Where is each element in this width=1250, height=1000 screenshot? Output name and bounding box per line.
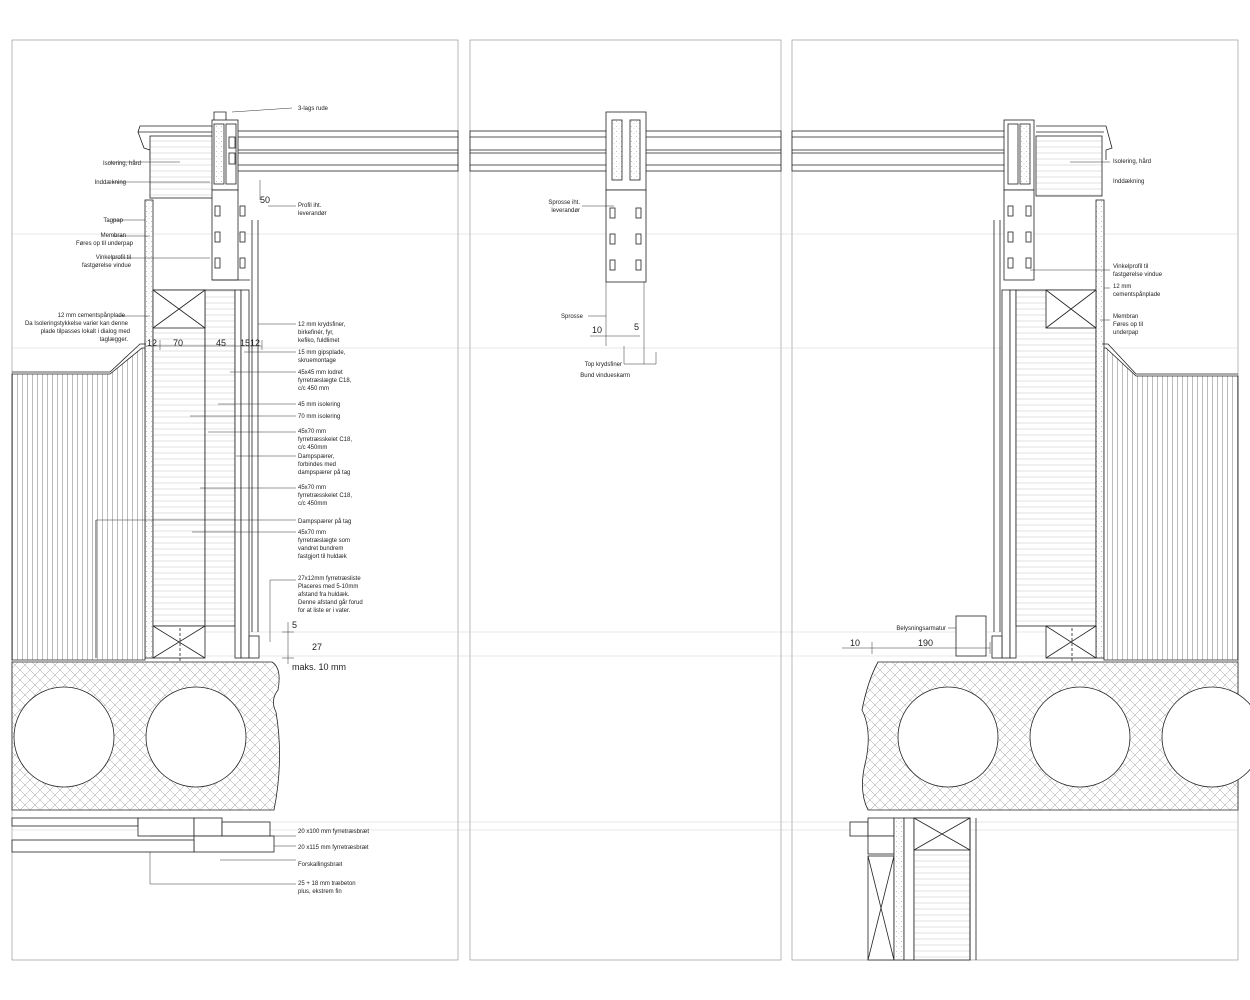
r-label-isolering: Isolering, hård (1113, 158, 1151, 165)
cement-board-right (1095, 199, 1105, 659)
label-3-lags-rude: 3-lags rude (298, 106, 329, 112)
layer-2: kefiko, fuldlimet (298, 338, 340, 344)
layer-25: Placeres med 5-10mm (298, 584, 358, 590)
dims-left (144, 340, 294, 664)
dim-10-middle: 10 (592, 325, 602, 335)
r-label-vinkelprofil: Vinkelprofil til (1113, 264, 1148, 270)
label-sprosse-iht-2: leverandør (551, 208, 580, 214)
label-membran: Membran (101, 233, 126, 239)
label-profil-2: leverandør (298, 211, 327, 217)
dim-15: 15 (240, 338, 250, 348)
label-cementspan-4: taglægger. (100, 337, 129, 343)
dim-5-middle: 5 (634, 322, 639, 332)
layer-20: 45x70 mm (298, 530, 326, 536)
r-label-inddaekning: Inddækning (1113, 179, 1144, 185)
label-vinkelprofil-2: fastgørelse vindue (82, 263, 132, 269)
dimension-text: 50 12 70 45 15 12 10 5 5 27 maks. 10 mm … (147, 195, 933, 672)
r-label-12mm: 12 mm (1113, 284, 1131, 290)
layer-4: skruemontage (298, 358, 337, 364)
cement-board-left (144, 199, 154, 659)
label-inddaekning: Inddækning (95, 180, 126, 186)
light-fixture (955, 615, 987, 657)
layer-27: Denne afstand går forud (298, 599, 363, 606)
dim-50: 50 (260, 195, 270, 205)
labels: Isolering, hård Inddækning Tagpap Membra… (25, 106, 1163, 895)
label-cementspan-3: plade tilpasses lokalt i dialog med (41, 329, 130, 335)
left-detail (11, 111, 459, 853)
leaders-right (842, 161, 1110, 654)
dim-10-right: 10 (850, 638, 860, 648)
leaders-middle (582, 205, 657, 365)
layer-18: c/c 450mm (298, 501, 327, 507)
roof-insulation (149, 135, 215, 199)
layer-10: 45x70 mm (298, 429, 326, 435)
layer-26: afstand fra huldæk. (298, 592, 350, 598)
layer-16: 45x70 mm (298, 485, 326, 491)
layer-9: 70 mm isolering (298, 414, 340, 420)
layer-12: c/c 450mm (298, 445, 327, 451)
layer-11: fyrretræsskelet C18, (298, 437, 352, 443)
roof-insulation-right (1035, 135, 1103, 197)
layer-1: birkefinér, fyr, (298, 330, 334, 336)
label-bund-vindueskarm: Bund vindueskarm (580, 373, 630, 379)
layer-14: forbindes med (298, 462, 336, 468)
layer-15: dampspærer på tag (298, 469, 350, 476)
floor-4: plus, ekstrem fin (298, 889, 342, 895)
layer-5: 45x45 mm lodret (298, 370, 343, 376)
label-cementspan-2: Da Isoleringstykkelse varier kan denne (25, 321, 129, 327)
dim-190: 190 (918, 638, 933, 648)
layer-7: c/c 450 mm (298, 386, 329, 392)
r-label-membran: Membran (1113, 314, 1138, 320)
skirting-right (991, 635, 1003, 659)
skirting-left (248, 635, 260, 659)
layer-24: 27x12mm fyrretræsliste (298, 576, 361, 582)
dim-27: 27 (312, 642, 322, 652)
r-label-vinkelprofil-2: fastgørelse vindue (1113, 272, 1163, 278)
layer-17: fyrretræsskelet C18, (298, 493, 352, 499)
label-top-krydsfiner: Top krydsfiner (585, 362, 622, 368)
dim-45: 45 (216, 338, 226, 348)
dim-12a: 12 (147, 338, 157, 348)
layer-23: fastgjort til huldæk (298, 554, 348, 560)
r-label-cementspan: cementspånplade (1113, 291, 1161, 298)
r-label-belysning: Belysningsarmatur (896, 626, 946, 632)
layer-19: Dampspærer på tag (298, 518, 351, 525)
frame-middle (469, 39, 782, 961)
label-tagpap: Tagpap (103, 218, 123, 224)
layer-8: 45 mm isolering (298, 402, 340, 408)
insulation-right (1015, 289, 1097, 627)
layer-6: fyrretræslægte C18, (298, 378, 352, 384)
floor-2: Forskallingsbræt (298, 862, 343, 868)
label-sprosse: Sprosse (561, 314, 584, 320)
label-vinkelprofil: Vinkelprofil til (96, 255, 131, 261)
dim-5: 5 (292, 620, 297, 630)
middle-detail (469, 111, 782, 283)
layer-21: fyrretræslægte som (298, 538, 350, 544)
plywood-left (240, 289, 250, 659)
dim-maks: maks. 10 mm (292, 662, 346, 672)
label-cementspan: 12 mm cementspånplade (58, 312, 126, 319)
r-label-fores: Føres op til (1113, 322, 1143, 328)
glazing-left (235, 130, 459, 172)
label-sprosse-iht: Sprosse iht. (548, 200, 580, 206)
leaders-left (96, 107, 296, 885)
layer-13: Dampspærer, (298, 454, 335, 460)
dim-70: 70 (173, 338, 183, 348)
layer-0: 12 mm krydsfiner, (298, 322, 346, 328)
right-detail (791, 119, 1250, 961)
layer-28: for at liste er i vater. (298, 608, 351, 614)
label-isolering: Isolering, hård (103, 160, 141, 167)
plywood-right (1001, 289, 1011, 659)
layer-22: vandret bundrem (298, 546, 343, 552)
floor-1: 20 x115 mm fyrretræsbræt (298, 845, 369, 851)
label-membran-2: Føres op til underpap (76, 241, 134, 247)
floor-0: 20 x100 mm fyrretræsbræt (298, 829, 369, 835)
floor-3: 25 + 18 mm træbeton (298, 881, 356, 887)
dim-12b: 12 (250, 338, 260, 348)
layer-3: 15 mm gipsplade, (298, 350, 346, 356)
r-label-underpap: underpap (1113, 330, 1139, 336)
label-profil: Profil iht. (298, 203, 322, 209)
